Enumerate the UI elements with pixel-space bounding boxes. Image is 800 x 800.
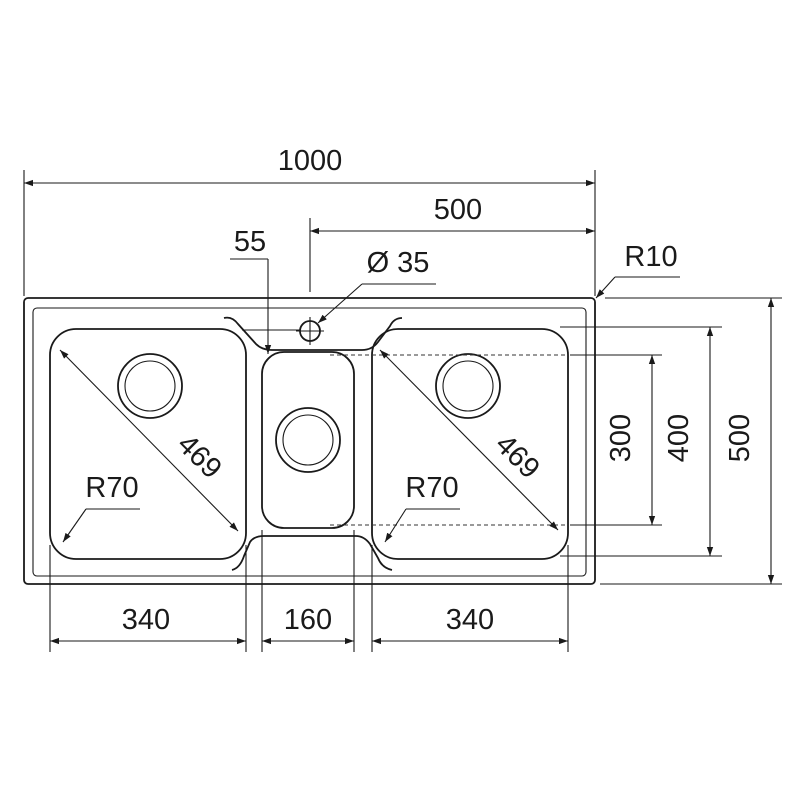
label-500-top: 500 — [434, 194, 482, 226]
dim-half-width: 500 — [309, 194, 595, 292]
label-r70-left: R70 — [85, 472, 138, 504]
sink-outer-edge — [23, 297, 596, 585]
label-469-left: 469 — [171, 428, 228, 485]
right-bowl-drain-inner — [442, 360, 494, 412]
sink-body — [23, 297, 596, 585]
label-diameter-35: Ø 35 — [367, 247, 430, 279]
tap-hole — [296, 317, 324, 345]
dim-tap-hole: Ø 35 — [317, 247, 436, 324]
label-340-left: 340 — [122, 604, 170, 636]
middle-bowl — [261, 351, 355, 529]
sink-inner-rim — [32, 307, 587, 577]
label-469-right: 469 — [489, 428, 546, 485]
dim-depths: 300 400 500 — [560, 297, 782, 585]
label-400: 400 — [663, 414, 695, 462]
dim-radius-right: R70 — [384, 472, 460, 543]
dim-bowl-widths: 340 160 340 — [49, 530, 569, 652]
tap-ledge — [223, 316, 403, 351]
label-160: 160 — [284, 604, 332, 636]
label-300: 300 — [605, 414, 637, 462]
label-r10: R10 — [624, 241, 677, 273]
label-r70-right: R70 — [405, 472, 458, 504]
label-340-right: 340 — [446, 604, 494, 636]
middle-bowl-drain-inner — [282, 414, 334, 466]
dim-55: 55 — [230, 226, 272, 354]
dim-radius-left: R70 — [62, 472, 140, 543]
right-bowl-drain-outer — [435, 353, 501, 419]
label-1000: 1000 — [278, 145, 343, 177]
left-bowl-outline — [49, 328, 247, 560]
middle-bowl-outline — [261, 351, 355, 529]
middle-bowl-drain-outer — [275, 407, 341, 473]
right-bowl-outline — [371, 328, 569, 560]
label-55: 55 — [234, 226, 266, 258]
label-500-right: 500 — [724, 414, 756, 462]
left-bowl — [49, 328, 247, 560]
left-bowl-drain-inner — [124, 360, 176, 412]
bottom-ledge — [231, 535, 393, 571]
dim-corner-r10: R10 — [595, 241, 680, 299]
left-bowl-drain-outer — [117, 353, 183, 419]
dim-overall-width: 1000 — [23, 145, 596, 296]
